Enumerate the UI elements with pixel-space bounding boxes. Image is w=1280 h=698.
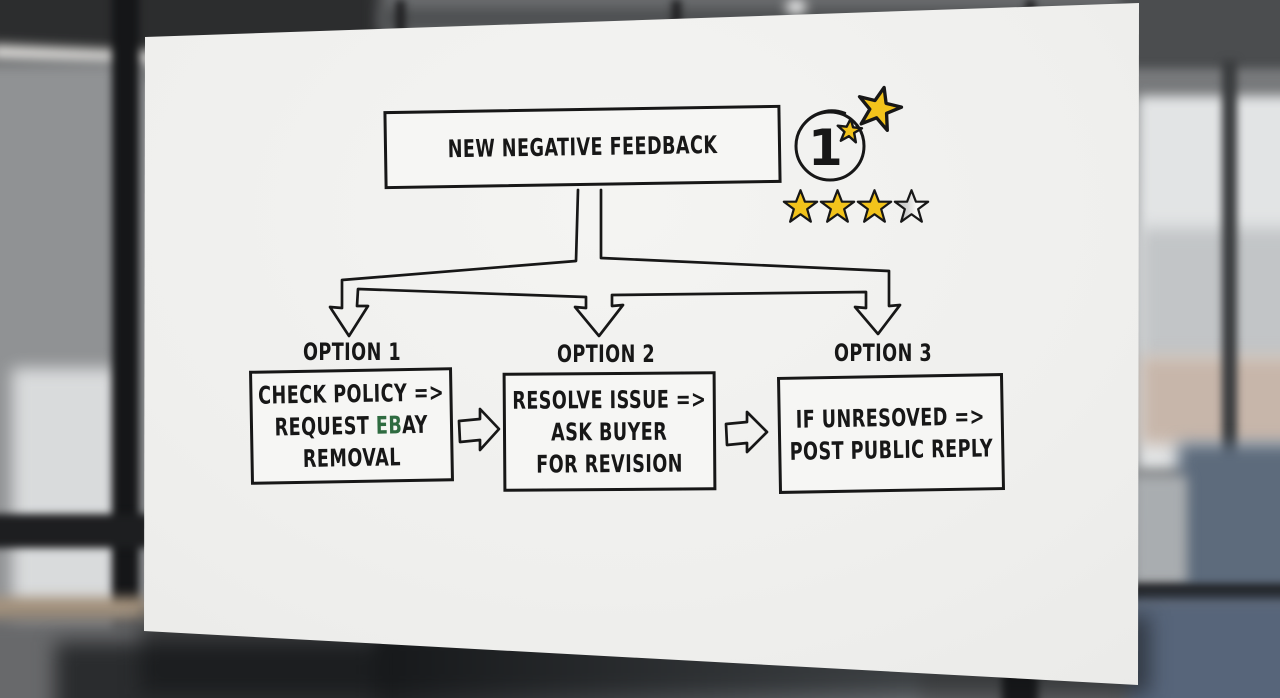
option1-line3: REMOVAL	[302, 443, 402, 473]
option1-label: OPTION 1	[302, 338, 402, 366]
partition-beam-left	[0, 514, 150, 548]
window-left	[12, 368, 120, 648]
ceiling-light-dot	[786, 0, 806, 14]
option2-line3: FOR REVISION	[536, 449, 684, 478]
option3-label-wrap: OPTION 3	[773, 339, 993, 367]
window-mullion-left	[112, 0, 139, 698]
star-icon	[819, 189, 856, 223]
star-icon	[893, 189, 930, 223]
sofa-upper-right	[1178, 443, 1280, 595]
furniture-silhouette-left	[55, 642, 395, 698]
building-silhouette	[1140, 228, 1280, 360]
option2-label: OPTION 2	[556, 340, 656, 368]
sofa-lower-right	[1128, 598, 1280, 698]
ceiling-right-area	[1120, 0, 1280, 72]
ceiling-beam-right	[1120, 72, 1280, 100]
option1-box: CHECK POLICY => REQUEST EBAY REMOVAL	[249, 367, 454, 485]
table-edge-right	[1128, 584, 1280, 602]
desk-edge-left	[0, 597, 147, 626]
star-icon	[782, 189, 819, 223]
option2-label-wrap: OPTION 2	[496, 340, 716, 368]
option3-line2: POST PUBLIC REPLY	[789, 433, 994, 466]
option1-label-wrap: OPTION 1	[242, 338, 462, 366]
building-warm-band	[1140, 356, 1280, 444]
page-title: NEW NEGATIVE FEEDBACK	[447, 130, 718, 164]
window-mullion-right	[1222, 60, 1237, 468]
rating-star-row	[782, 188, 930, 225]
left-wall	[0, 60, 150, 650]
option2-box: RESOLVE ISSUE => ASK BUYER FOR REVISION	[502, 371, 717, 492]
option3-box: IF UNRESOVED => POST PUBLIC REPLY	[776, 373, 1006, 494]
sofa-armrest-right	[1133, 476, 1187, 584]
ebay-highlight: EB	[375, 411, 403, 440]
star-icon	[856, 189, 893, 223]
title-box: NEW NEGATIVE FEEDBACK	[383, 104, 782, 190]
window-right	[1138, 96, 1280, 468]
option3-label: OPTION 3	[833, 339, 933, 367]
